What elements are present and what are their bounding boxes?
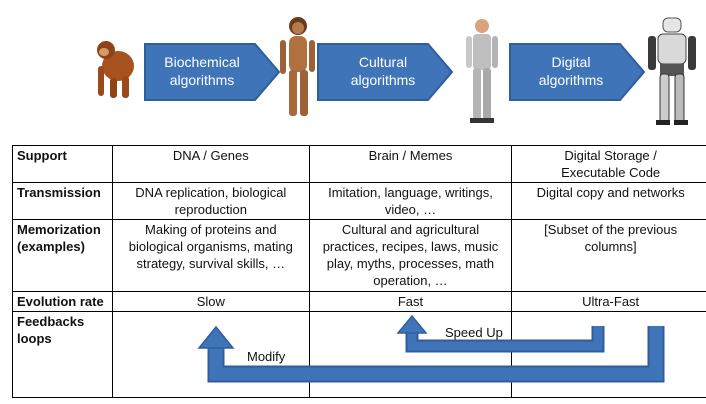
ape-figure [97, 41, 134, 98]
table-cell: Ultra-Fast [511, 291, 706, 312]
evolution-header: Biochemical algorithms Cultural algorith… [0, 0, 706, 140]
table-cell: Cultural and agricultural practices, rec… [308, 219, 513, 292]
row-header: Transmission [12, 182, 113, 220]
table-cell [511, 311, 706, 398]
table-cell: Imitation, language, writings, video, … [308, 182, 513, 220]
table-row: Memorization (examples)Making of protein… [12, 219, 706, 292]
table-cell: Making of proteins and biological organi… [111, 219, 310, 292]
modify-label: Modify [247, 349, 286, 364]
biochemical-arrow [144, 43, 281, 101]
table-cell: Digital copy and networks [511, 182, 706, 220]
table-cell: Brain / Memes [308, 145, 513, 183]
speed-up-label: Speed Up [445, 325, 503, 340]
robot-figure [648, 17, 696, 125]
table-cell: [Subset of the previous columns] [511, 219, 706, 292]
row-header: Evolution rate [12, 291, 113, 312]
row-header: Memorization (examples) [12, 219, 113, 292]
cultural-arrow [317, 43, 454, 101]
row-header: Support [12, 145, 113, 183]
row-header: Feedbacks loops [12, 311, 113, 398]
table-cell: Digital Storage / Executable Code [511, 145, 706, 183]
biochemical-label: Biochemical algorithms [164, 54, 240, 88]
table-cell: Slow [111, 291, 310, 312]
table-row: Feedbacks loops [12, 311, 706, 398]
cultural-label: Cultural algorithms [350, 54, 416, 88]
hominid-figure [280, 17, 315, 116]
table-cell: DNA / Genes [111, 145, 310, 183]
digital-label: Digital algorithms [538, 54, 604, 88]
table-cell: Fast [308, 291, 513, 312]
table-cell: DNA replication, biological reproduction [111, 182, 310, 220]
digital-arrow [509, 43, 646, 101]
businessman-figure [466, 19, 498, 123]
